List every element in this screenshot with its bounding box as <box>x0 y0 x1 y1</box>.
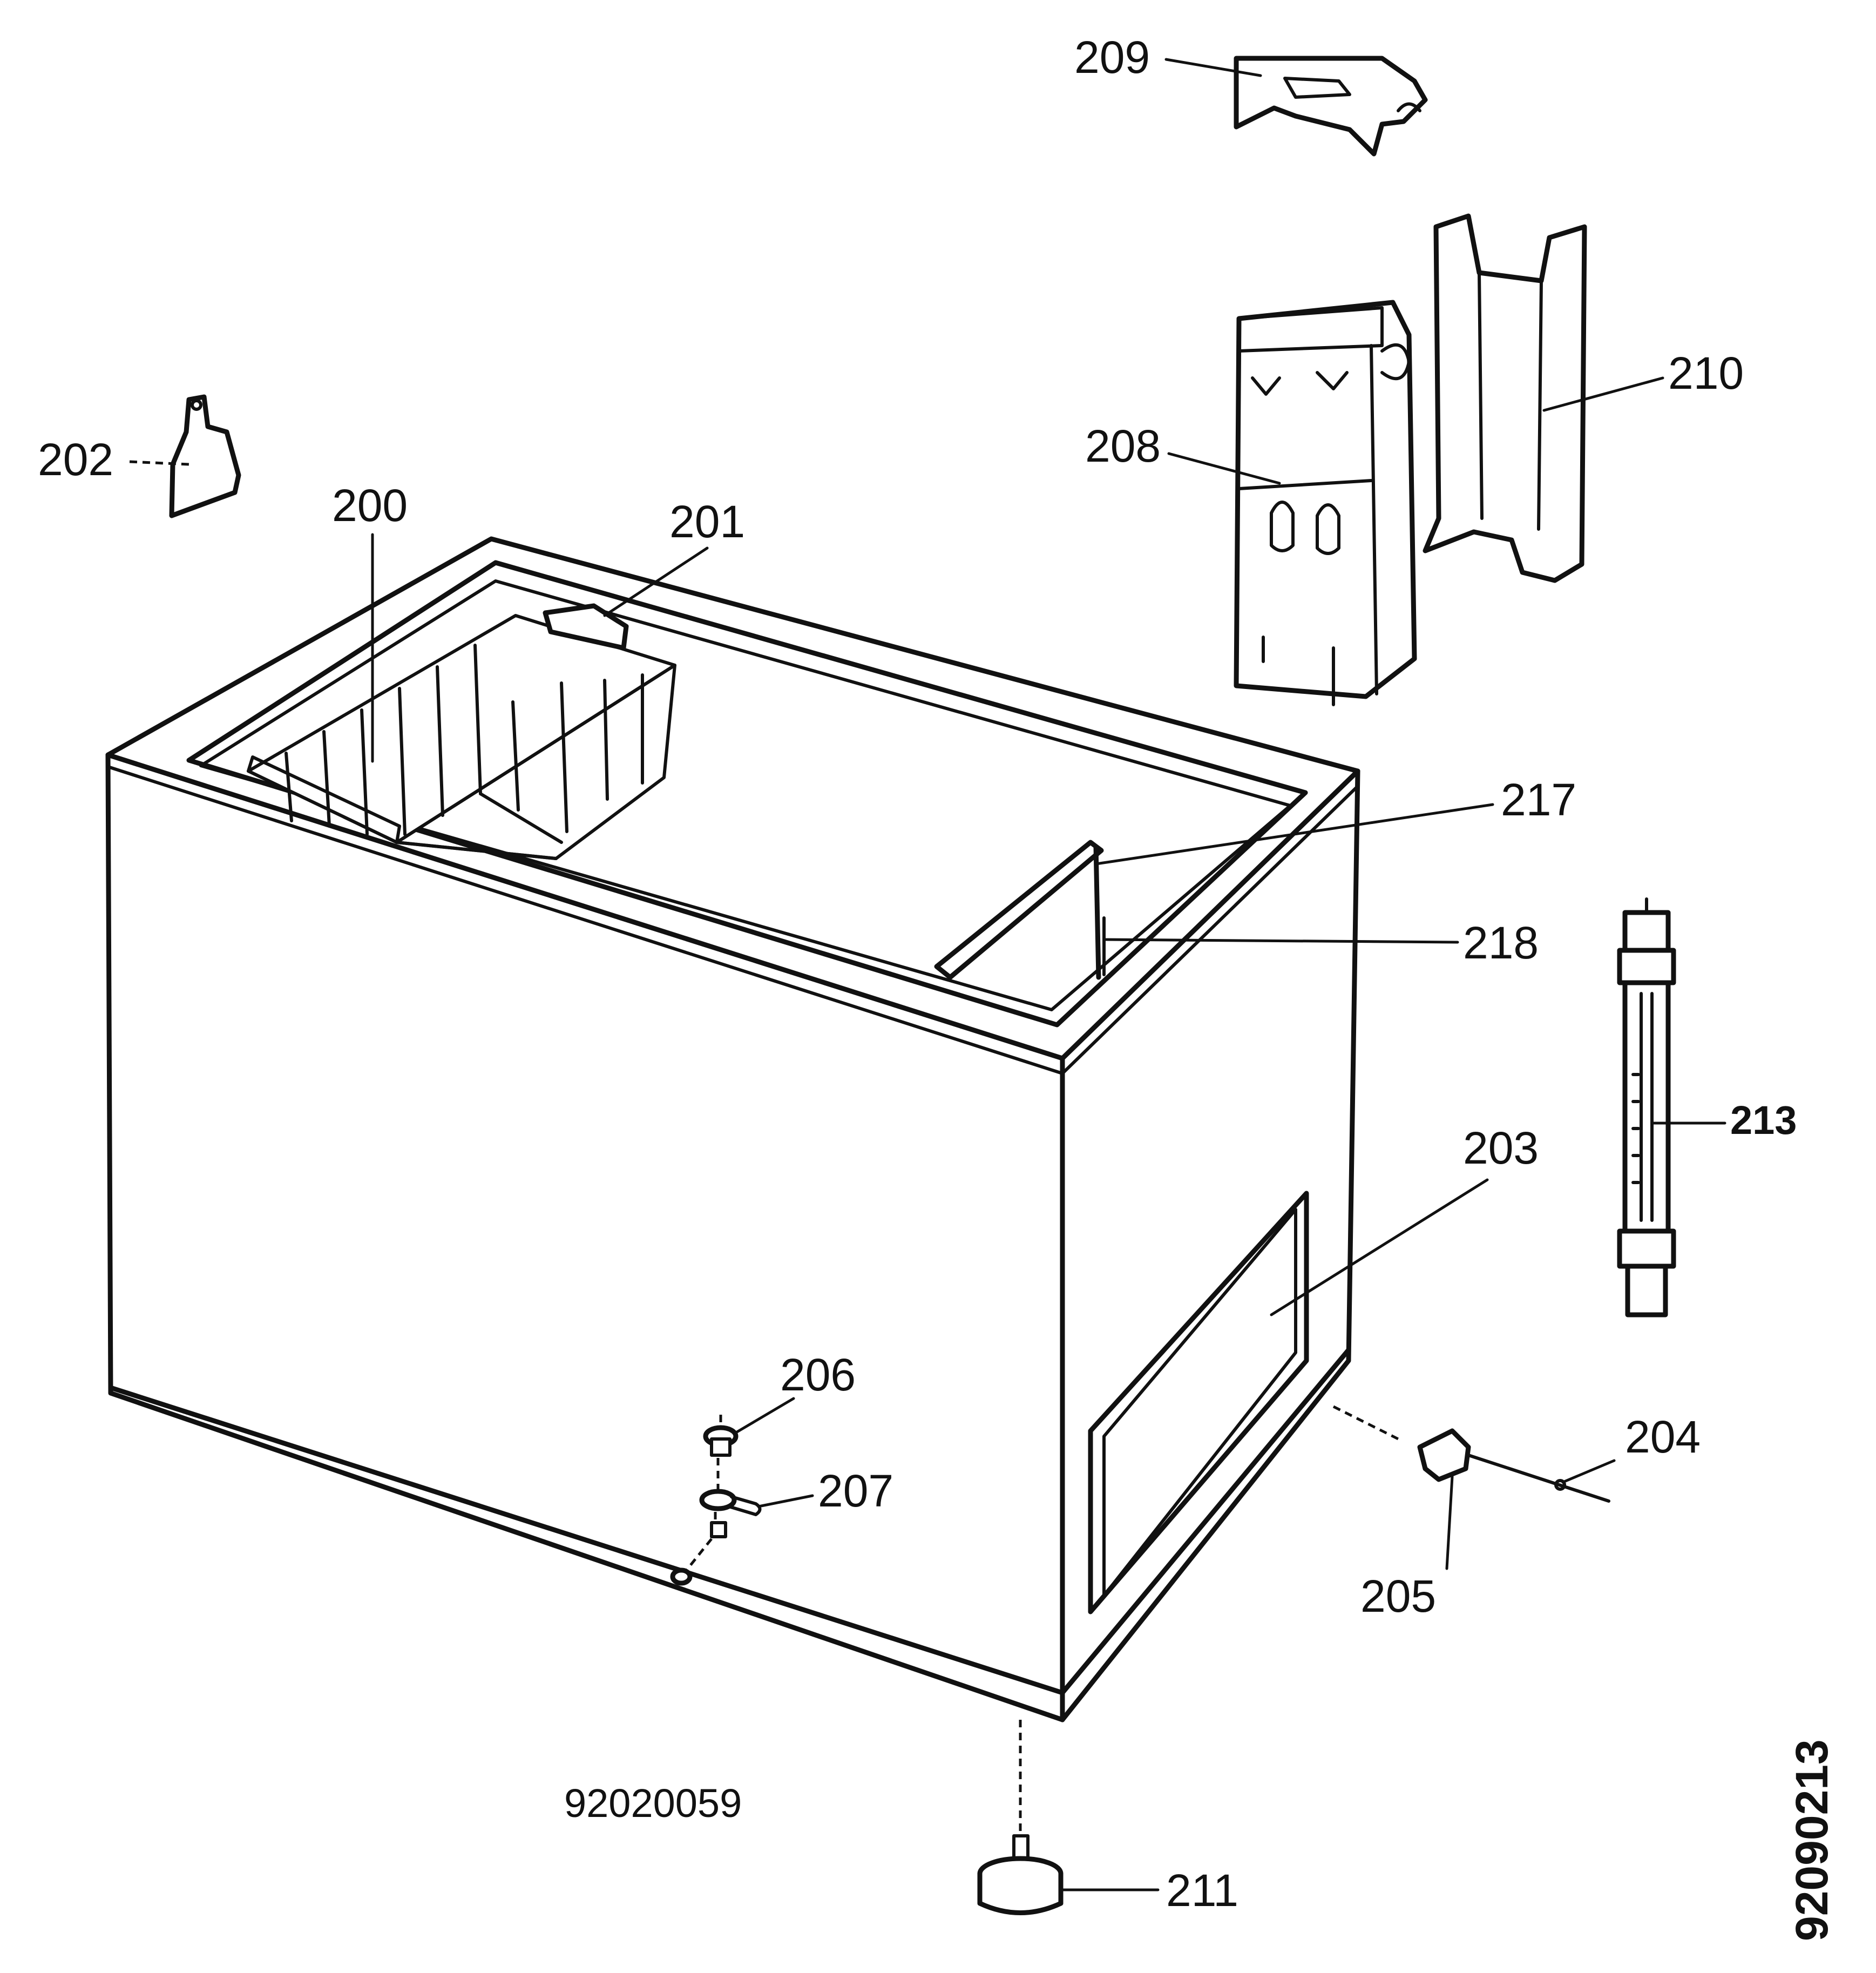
freezer-cabinet <box>105 536 1360 1722</box>
callout-207: 207 <box>818 1465 893 1516</box>
lock-assembly <box>670 1415 762 1586</box>
callout-201: 201 <box>669 496 745 547</box>
callout-205: 205 <box>1360 1571 1436 1621</box>
cover-panel <box>1423 213 1587 583</box>
drawing-number-vertical: 92090213 <box>1786 1739 1837 1941</box>
callout-202: 202 <box>38 434 113 485</box>
ice-scraper <box>169 394 241 518</box>
callout-209: 209 <box>1074 32 1150 83</box>
callout-labels: 200 201 202 203 204 205 206 207 208 209 … <box>38 32 1797 1916</box>
callout-208: 208 <box>1085 421 1161 471</box>
control-housing <box>1234 300 1417 706</box>
adjustable-foot <box>977 1720 1064 1915</box>
callout-217: 217 <box>1501 774 1576 825</box>
top-cover-cap <box>1234 56 1428 157</box>
callout-206: 206 <box>780 1349 856 1400</box>
drawing-number-main: 92020059 <box>564 1781 742 1826</box>
leader-lines <box>129 58 1726 1891</box>
thermometer <box>1617 897 1676 1317</box>
callout-213: 213 <box>1730 1098 1797 1143</box>
callout-210: 210 <box>1668 348 1744 398</box>
callout-204: 204 <box>1625 1411 1701 1462</box>
side-panel-frame <box>1088 1191 1309 1614</box>
lid-latch-part <box>543 603 629 651</box>
callout-200: 200 <box>332 480 408 531</box>
hinge-pin-assembly <box>1417 1428 1610 1503</box>
callout-211: 211 <box>1166 1865 1238 1916</box>
callout-218: 218 <box>1463 917 1539 968</box>
divider-panel <box>934 840 1106 980</box>
callout-203: 203 <box>1463 1123 1539 1173</box>
storage-basket <box>247 614 676 860</box>
